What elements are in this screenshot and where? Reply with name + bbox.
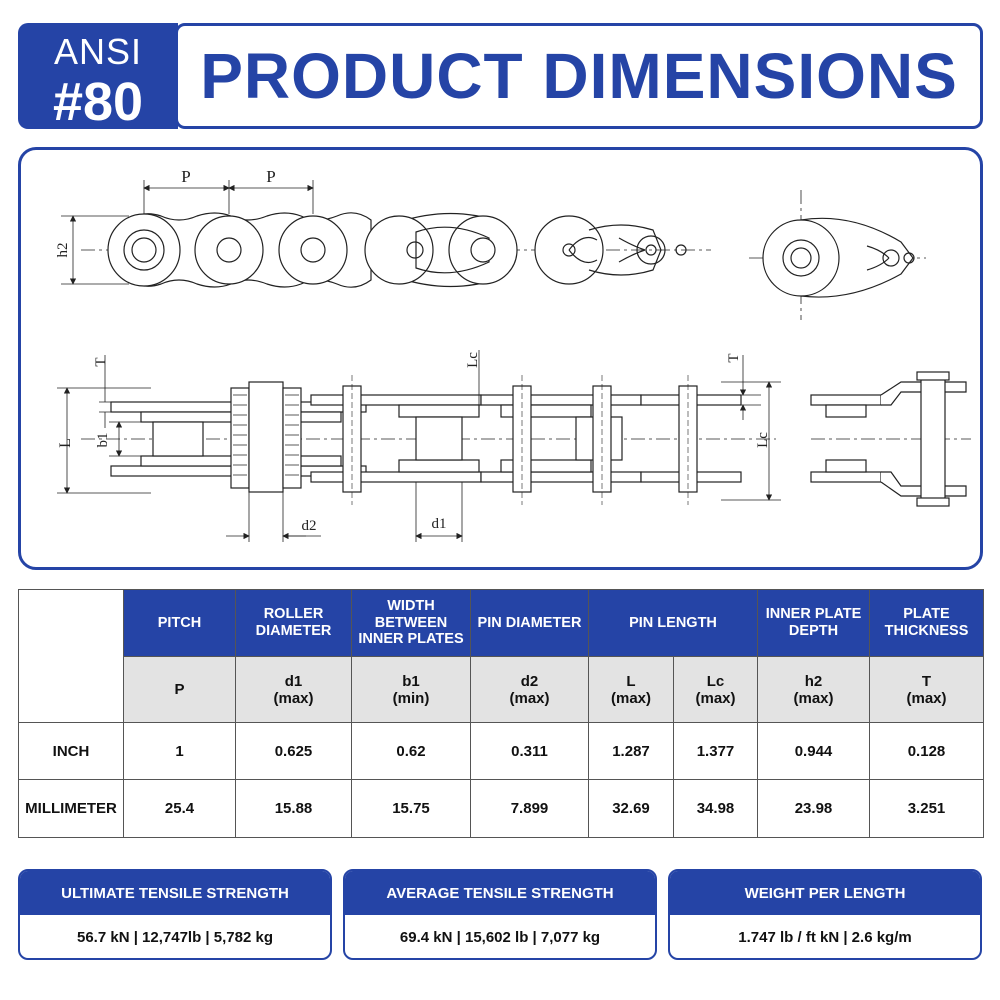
label-T-left: T [93, 357, 109, 366]
symbol-Lc: Lc [706, 672, 725, 690]
label-pitch-1: P [181, 167, 190, 186]
ansi-badge: ANSI #80 [18, 23, 178, 132]
symbol-b1-note: (min) [392, 689, 430, 707]
inch-plate-thickness: 0.128 [869, 722, 984, 780]
connecting-link-plan-view [810, 371, 971, 507]
symbol-d2-note: (max) [509, 689, 550, 707]
symbol-cell-Lc: Lc(max) [673, 656, 758, 723]
ultimate-tensile-strength-card: ULTIMATE TENSILE STRENGTH 56.7 kN | 12,7… [18, 869, 332, 960]
header-pitch: PITCH [123, 589, 236, 657]
symbol-cell-L: L(max) [588, 656, 674, 723]
mm-inner-plate-depth: 23.98 [757, 779, 870, 838]
dimension-spec-table: PITCH ROLLER DIAMETER WIDTH BETWEEN INNE… [18, 589, 984, 838]
symbol-d2: d2 [520, 672, 539, 690]
symbol-cell-T: T(max) [869, 656, 984, 723]
mm-pitch: 25.4 [123, 779, 236, 838]
chain-end-view [749, 190, 926, 320]
table-row-inch: INCH 1 0.625 0.62 0.311 1.287 1.377 0.94… [18, 722, 984, 780]
table-corner-cell [18, 589, 124, 723]
card-title: ULTIMATE TENSILE STRENGTH [20, 871, 330, 915]
inch-pitch: 1 [123, 722, 236, 780]
label-pitch-2: P [266, 167, 275, 186]
symbol-h2-note: (max) [793, 689, 834, 707]
header-pin-diameter: PIN DIAMETER [470, 589, 589, 657]
card-title: AVERAGE TENSILE STRENGTH [345, 871, 655, 915]
mm-pin-length-Lc: 34.98 [673, 779, 758, 838]
symbol-Lc-note: (max) [695, 689, 736, 707]
symbol-p: P [174, 681, 185, 698]
badge-standard: ANSI [53, 31, 143, 72]
label-T-right: T [726, 353, 742, 362]
header-width-between-inner-plates: WIDTH BETWEEN INNER PLATES [351, 589, 471, 657]
chain-plan-view [57, 350, 781, 542]
card-value: 56.7 kN | 12,747lb | 5,782 kg [76, 929, 274, 946]
symbol-b1: b1 [402, 672, 420, 690]
label-d2: d2 [302, 518, 317, 534]
symbol-L-note: (max) [610, 689, 651, 707]
row-label-inch: INCH [18, 722, 124, 780]
chain-technical-drawing: P P h2 [18, 147, 983, 570]
label-L: L [57, 438, 74, 448]
card-value: 1.747 lb / ft kN | 2.6 kg/m [738, 929, 912, 946]
symbol-cell-h2: h2(max) [757, 656, 870, 723]
card-value: 69.4 kN | 15,602 lb | 7,077 kg [399, 929, 601, 946]
table-row-millimeter: MILLIMETER 25.4 15.88 15.75 7.899 32.69 … [18, 779, 984, 838]
table-symbol-row: P d1(max) b1(min) d2(max) L(max) Lc(max)… [19, 656, 984, 723]
symbol-cell-d1: d1(max) [235, 656, 352, 723]
page-title: PRODUCT DIMENSIONS [200, 40, 958, 112]
label-b1: b1 [95, 433, 111, 448]
header-pin-length: PIN LENGTH [588, 589, 758, 657]
label-d1: d1 [432, 516, 447, 532]
row-label-millimeter: MILLIMETER [18, 779, 124, 838]
label-Lc-top: Lc [465, 352, 481, 368]
table-header-row: PITCH ROLLER DIAMETER WIDTH BETWEEN INNE… [18, 589, 984, 723]
label-Lc-right: Lc [755, 432, 771, 448]
symbol-d1: d1 [284, 672, 303, 690]
header-inner-plate-depth: INNER PLATE DEPTH [757, 589, 870, 657]
inch-inner-plate-depth: 0.944 [757, 722, 870, 780]
inch-pin-length-L: 1.287 [588, 722, 674, 780]
weight-per-length-card: WEIGHT PER LENGTH 1.747 lb / ft kN | 2.6… [668, 869, 982, 960]
inch-pin-diameter: 0.311 [470, 722, 589, 780]
mm-pin-diameter: 7.899 [470, 779, 589, 838]
chain-side-view [61, 180, 711, 288]
inch-pin-length-Lc: 1.377 [673, 722, 758, 780]
average-tensile-strength-card: AVERAGE TENSILE STRENGTH 69.4 kN | 15,60… [343, 869, 657, 960]
mm-roller-diameter: 15.88 [235, 779, 352, 838]
inch-roller-diameter: 0.625 [235, 722, 352, 780]
symbol-h2: h2 [804, 672, 823, 690]
header-roller-diameter: ROLLER DIAMETER [235, 589, 352, 657]
symbol-cell-p: P [123, 656, 236, 723]
mm-pin-length-L: 32.69 [588, 779, 674, 838]
label-h2: h2 [55, 243, 71, 258]
badge-size: #80 [52, 72, 144, 132]
mm-width-between-plates: 15.75 [351, 779, 471, 838]
card-title: WEIGHT PER LENGTH [670, 871, 980, 915]
symbol-d1-note: (max) [273, 689, 314, 707]
symbol-T: T [921, 672, 932, 690]
symbol-T-note: (max) [906, 689, 947, 707]
inch-width-between-plates: 0.62 [351, 722, 471, 780]
symbol-cell-b1: b1(min) [351, 656, 471, 723]
symbol-cell-d2: d2(max) [470, 656, 589, 723]
chain-diagram-svg: P P h2 [55, 167, 971, 542]
header-plate-thickness: PLATE THICKNESS [869, 589, 984, 657]
symbol-L: L [626, 672, 636, 690]
page-title-box: PRODUCT DIMENSIONS [175, 23, 983, 129]
mm-plate-thickness: 3.251 [869, 779, 984, 838]
